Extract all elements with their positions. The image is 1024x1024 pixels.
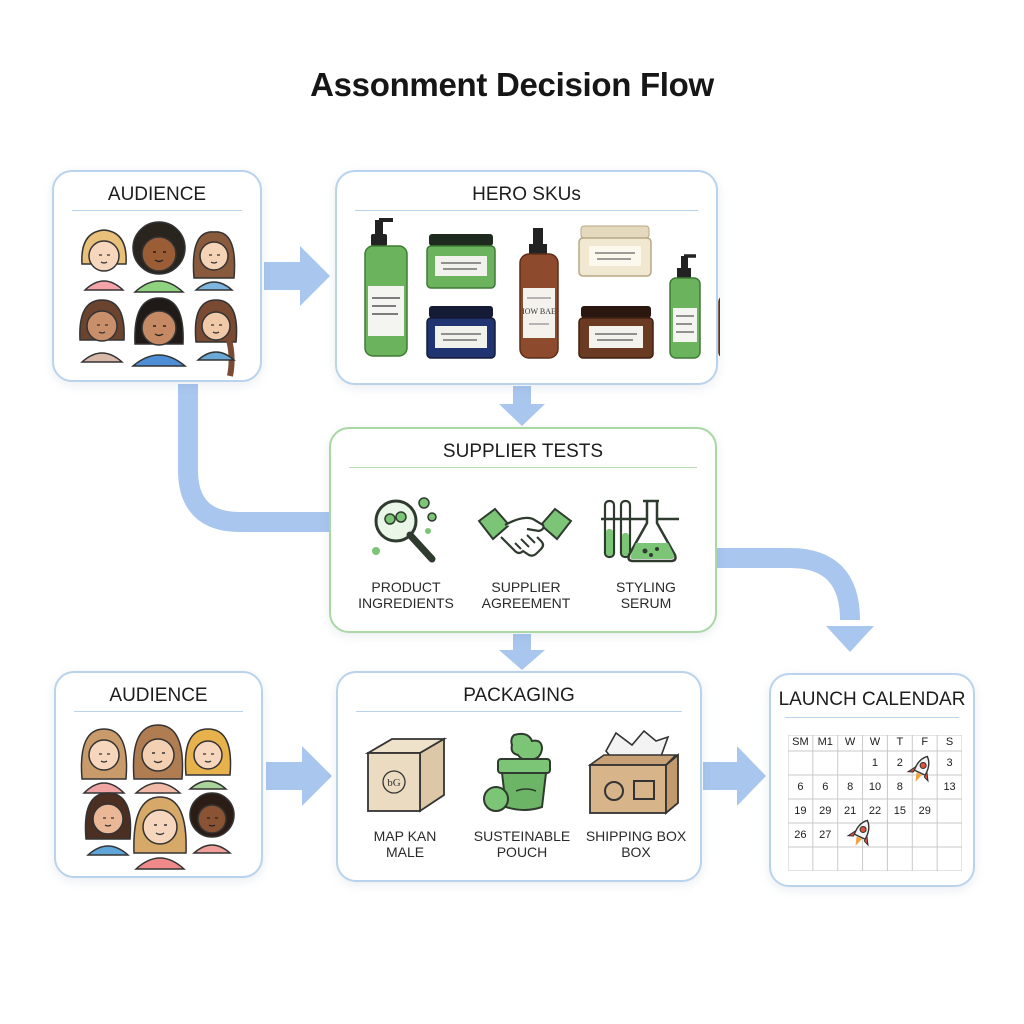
diagram-title: Assonment Decision Flow bbox=[310, 66, 714, 103]
caption-line: INGREDIENTS bbox=[358, 595, 454, 611]
calendar-day-header: S bbox=[945, 736, 954, 748]
calendar-date-cell[interactable]: 2 bbox=[896, 757, 903, 769]
arrow-supplier-to-calendar bbox=[716, 548, 860, 621]
calendar-date-cell[interactable]: 15 bbox=[893, 805, 906, 817]
audience-bottom-people bbox=[80, 724, 235, 870]
audience-top-people bbox=[79, 221, 238, 377]
supplier-tests-panel: SUPPLIER TESTS PRODUCT INGREDIENTS SUPPL… bbox=[329, 427, 717, 633]
packaging-item-1-caption: MAP KAN MALE bbox=[338, 828, 472, 860]
caption-line: STYLING bbox=[616, 579, 676, 595]
person-avatar bbox=[84, 792, 132, 856]
supplier-tests-title: SUPPLIER TESTS bbox=[442, 441, 604, 462]
audience-top-title: AUDIENCE bbox=[107, 184, 207, 205]
pouch-icon bbox=[483, 732, 551, 812]
calendar-date-cell[interactable]: 1 bbox=[871, 757, 879, 769]
box-mark: bG bbox=[387, 777, 401, 789]
person-avatar bbox=[132, 724, 184, 794]
calendar-date-cell[interactable]: 27 bbox=[819, 829, 832, 841]
person-avatar bbox=[81, 229, 127, 291]
caption-line: SUPPLIER bbox=[491, 579, 561, 595]
jar-icon bbox=[578, 306, 654, 359]
caption-line: PRODUCT bbox=[371, 579, 441, 595]
magnifier-icon bbox=[372, 497, 437, 563]
supplier-item-3-caption: STYLING SERUM bbox=[576, 579, 716, 611]
calendar-day-header: T bbox=[896, 736, 904, 748]
person-avatar bbox=[80, 728, 128, 794]
flask-icon bbox=[601, 499, 679, 563]
product-label-text: IOW BAE bbox=[522, 307, 556, 316]
jar-icon bbox=[578, 225, 652, 277]
calendar-date-cell[interactable]: 26 bbox=[794, 829, 807, 841]
caption-line: POUCH bbox=[496, 844, 548, 860]
caption-line: AGREEMENT bbox=[481, 595, 571, 611]
person-avatar bbox=[133, 796, 187, 870]
caption-line: SERUM bbox=[620, 595, 672, 611]
arrow-audience-to-supplier bbox=[178, 384, 330, 532]
audience-bottom-title: AUDIENCE bbox=[109, 685, 208, 706]
person-avatar bbox=[184, 728, 232, 790]
audience-bottom-panel: AUDIENCE bbox=[54, 671, 263, 878]
hero-skus-products: IOW BAE bbox=[364, 218, 720, 359]
person-avatar bbox=[189, 792, 235, 854]
caption-line: SUSTEINABLE bbox=[473, 828, 571, 844]
shipping-box-icon bbox=[587, 729, 679, 815]
jar-icon bbox=[426, 234, 496, 289]
person-avatar bbox=[130, 297, 188, 367]
calendar-gridlines bbox=[788, 735, 962, 871]
packaging-panel: PACKAGING bG MAP KAN MALE SUSTEINABLE PO… bbox=[336, 671, 702, 882]
calendar-day-header: F bbox=[921, 736, 929, 748]
arrow-supplier-to-packaging bbox=[499, 634, 545, 670]
packaging-title: PACKAGING bbox=[463, 685, 575, 706]
spray-bottle-icon: IOW BAE bbox=[519, 228, 559, 359]
calendar-grid: SM M1 W W T F S 1 2 3 6 6 8 10 8 13 19 29 21 22 15 29 26 27 bbox=[788, 735, 962, 871]
hero-skus-title: HERO SKUs bbox=[472, 184, 581, 205]
person-avatar bbox=[79, 299, 125, 363]
person-avatar bbox=[192, 231, 236, 291]
supplier-item-1-caption: PRODUCT INGREDIENTS bbox=[336, 579, 476, 611]
launch-calendar-title: LAUNCH CALENDAR bbox=[778, 689, 966, 710]
caption-line: SHIPPING BOX bbox=[585, 828, 687, 844]
pump-bottle-icon bbox=[364, 218, 408, 357]
person-avatar bbox=[194, 299, 238, 377]
calendar-date-cell[interactable]: 6 bbox=[797, 781, 804, 793]
calendar-date-cell[interactable]: 22 bbox=[868, 805, 882, 817]
calendar-date-cell[interactable]: 8 bbox=[896, 781, 903, 793]
caption-line: MALE bbox=[385, 844, 425, 860]
calendar-date-cell[interactable]: 3 bbox=[946, 757, 953, 769]
caption-line: BOX bbox=[621, 844, 651, 860]
calendar-day-header: SM bbox=[792, 736, 809, 748]
calendar-date-cell[interactable]: 13 bbox=[943, 781, 956, 793]
dropper-bottle-icon bbox=[718, 297, 720, 357]
calendar-date-cell[interactable]: 29 bbox=[918, 805, 931, 817]
calendar-date-cell[interactable]: 10 bbox=[868, 781, 882, 793]
calendar-date-cell[interactable]: 6 bbox=[822, 781, 829, 793]
box-icon: bG bbox=[364, 737, 448, 813]
calendar-date-cell[interactable]: 29 bbox=[819, 805, 832, 817]
jar-icon bbox=[426, 306, 496, 359]
caption-line: MAP KAN bbox=[373, 828, 437, 844]
calendar-date-cell[interactable]: 19 bbox=[794, 805, 807, 817]
calendar-day-header: W bbox=[869, 736, 881, 748]
calendar-date-cell[interactable]: 8 bbox=[847, 781, 854, 793]
rocket-icon bbox=[846, 819, 870, 847]
arrow-audience-to-packaging bbox=[266, 746, 332, 806]
arrow-audience-to-hero bbox=[264, 246, 330, 306]
person-avatar bbox=[132, 221, 186, 293]
launch-calendar-panel: LAUNCH CALENDAR SM M1 W W T F S 1 2 3 6 6 8 10 8 13 19 29… bbox=[769, 673, 975, 887]
calendar-date-cell[interactable]: 21 bbox=[844, 805, 857, 817]
calendar-day-header: W bbox=[844, 736, 856, 748]
packaging-item-2-caption: SUSTEINABLE POUCH bbox=[455, 828, 589, 860]
rocket-icon bbox=[906, 755, 930, 783]
handshake-icon bbox=[477, 507, 573, 557]
pump-bottle-icon bbox=[669, 254, 701, 359]
arrow-packaging-to-calendar bbox=[703, 746, 766, 806]
hero-skus-panel: HERO SKUs bbox=[335, 170, 720, 385]
arrow-hero-to-supplier bbox=[499, 386, 545, 426]
arrow-supplier-to-calendar-head bbox=[826, 626, 874, 652]
supplier-item-2-caption: SUPPLIER AGREEMENT bbox=[456, 579, 596, 611]
calendar-day-header: M1 bbox=[817, 736, 833, 748]
audience-top-panel: AUDIENCE bbox=[52, 170, 262, 382]
packaging-item-3-caption: SHIPPING BOX BOX bbox=[568, 828, 704, 860]
